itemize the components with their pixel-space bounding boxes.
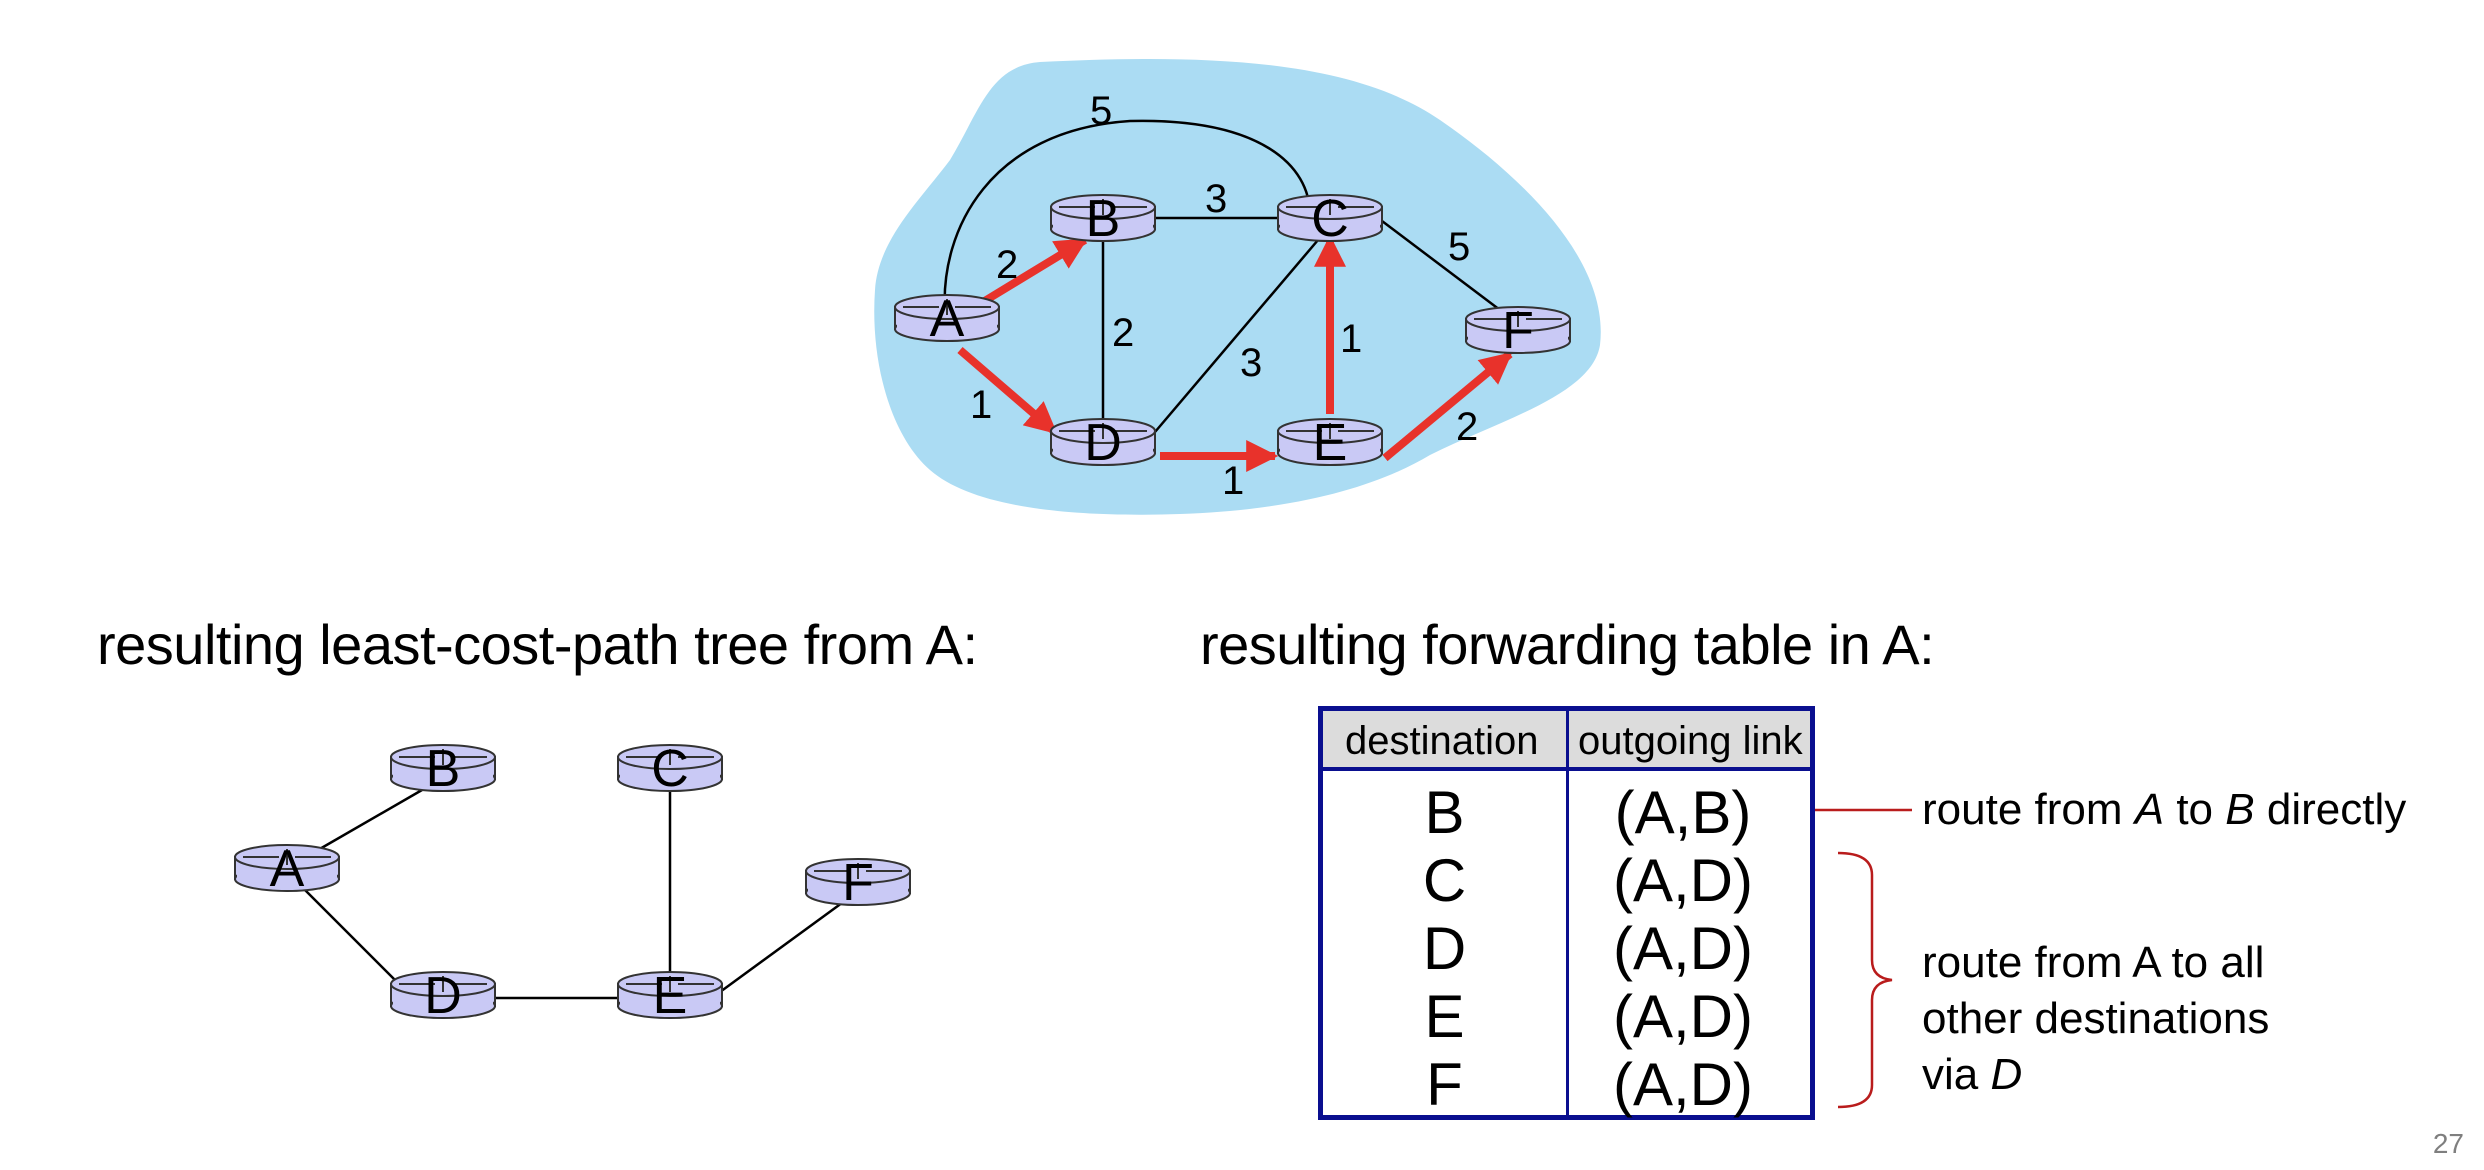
- router-c: C: [1277, 190, 1383, 248]
- row-3-link: (A,D): [1613, 915, 1753, 982]
- tree-links: [304, 786, 847, 1000]
- router-e: E: [1277, 414, 1383, 472]
- via-line-3-prefix: via: [1922, 1050, 1991, 1099]
- via-line-3-d: D: [1990, 1050, 2023, 1099]
- cost-d-e: 1: [1222, 459, 1244, 503]
- row-1-destination: B: [1424, 779, 1465, 846]
- tree-node-f-label: F: [842, 854, 874, 912]
- direct-route-annotation: route from A to B directly: [1922, 782, 2406, 838]
- row-4-link: (A,D): [1613, 983, 1753, 1050]
- direct-text-1: route from: [1922, 785, 2135, 834]
- path-e-f: [1382, 350, 1513, 462]
- cost-b-c: 3: [1205, 177, 1227, 221]
- router-a-label: A: [930, 290, 965, 348]
- tree-node-d-label: D: [424, 967, 462, 1025]
- network-links: [943, 119, 1501, 433]
- tree-node-c-label: C: [651, 740, 689, 798]
- router-d-label: D: [1084, 414, 1122, 472]
- tree-router-b: B: [390, 740, 496, 798]
- forwarding-table-heading: resulting forwarding table in A:: [1200, 613, 1935, 676]
- row-5-link: (A,D): [1613, 1051, 1753, 1118]
- direct-text-3: directly: [2254, 785, 2407, 834]
- path-a-b: [980, 236, 1088, 306]
- tree-node-b-label: B: [426, 740, 461, 798]
- row-3-destination: D: [1422, 915, 1467, 982]
- cost-a-b: 2: [996, 243, 1018, 287]
- tree-node-e-label: E: [653, 967, 688, 1025]
- direct-text-2: to: [2164, 785, 2226, 834]
- row-1-link: (A,B): [1614, 779, 1752, 846]
- router-b: B: [1050, 190, 1156, 248]
- tree-router-a: A: [234, 840, 340, 898]
- slide-number: 27: [2432, 1128, 2464, 1159]
- tree-link-e-f: [719, 898, 847, 994]
- cost-a-d: 1: [970, 383, 992, 427]
- column-divider: [1566, 711, 1569, 1115]
- link-c-f: [1377, 217, 1501, 311]
- link-a-c: [943, 119, 1312, 313]
- router-e-label: E: [1313, 414, 1348, 472]
- via-d-annotation: route from A to all other destinations v…: [1922, 935, 2269, 1103]
- tree-link-a-b: [317, 788, 423, 852]
- router-f: F: [1465, 302, 1571, 360]
- cost-a-c: 5: [1090, 89, 1112, 133]
- cost-e-f: 2: [1456, 405, 1478, 449]
- router-f-label: F: [1502, 302, 1534, 360]
- path-a-d: [957, 346, 1058, 436]
- via-line-1: route from A to all: [1922, 938, 2265, 987]
- tree-node-a-label: A: [270, 840, 305, 898]
- tree-router-c: C: [617, 740, 723, 798]
- row-2-destination: C: [1422, 847, 1467, 914]
- shortest-path-links: [957, 234, 1513, 472]
- via-line-2: other destinations: [1922, 994, 2270, 1043]
- network-cloud: [874, 58, 1601, 515]
- router-a: A: [894, 290, 1000, 348]
- direct-text-b: B: [2225, 785, 2255, 834]
- router-c-label: C: [1311, 190, 1349, 248]
- direct-text-a: A: [2134, 785, 2165, 834]
- cost-b-d: 2: [1112, 311, 1134, 355]
- tree-router-f: F: [805, 854, 911, 912]
- tree-router-d: D: [390, 967, 496, 1025]
- tree-router-e: E: [617, 967, 723, 1025]
- via-d-bracket: [1837, 851, 1893, 1109]
- tree-link-a-d: [304, 889, 396, 981]
- router-d: D: [1050, 414, 1156, 472]
- cost-e-c: 1: [1340, 317, 1362, 361]
- row-5-destination: F: [1426, 1051, 1463, 1118]
- tree-heading: resulting least-cost-path tree from A:: [97, 613, 978, 676]
- forwarding-table: destination outgoing link B (A,B) C (A,D…: [1318, 706, 1815, 1120]
- row-4-destination: E: [1424, 983, 1465, 1050]
- via-line-3: via D: [1922, 1047, 2269, 1103]
- column-header-destination: destination: [1345, 719, 1539, 763]
- link-d-c: [1154, 239, 1319, 433]
- row-2-link: (A,D): [1613, 847, 1753, 914]
- cost-d-c: 3: [1240, 341, 1262, 385]
- column-header-outgoing-link: outgoing link: [1578, 719, 1803, 763]
- edge-costs: 5 2 3 2 1 3 1 5 1 2: [970, 89, 1478, 503]
- router-b-label: B: [1086, 190, 1121, 248]
- cost-c-f: 5: [1448, 225, 1470, 269]
